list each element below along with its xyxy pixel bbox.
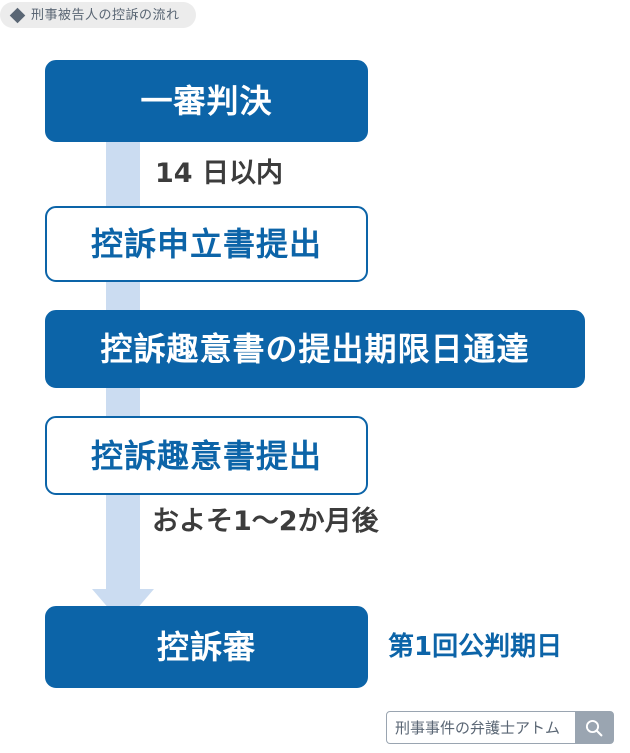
flow-node-appellate-trial[interactable]: 控訴審 xyxy=(45,606,368,688)
annotation-about-1-to-2-months-later: およそ1〜2か月後 xyxy=(152,506,379,537)
page-title: 刑事被告人の控訴の流れ xyxy=(31,7,180,23)
search-input[interactable] xyxy=(387,712,575,743)
annotation-first-trial-date: 第1回公判期日 xyxy=(388,632,563,662)
search-button[interactable] xyxy=(575,712,613,743)
search-widget[interactable] xyxy=(386,711,614,744)
flow-node-label: 控訴趣意書提出 xyxy=(90,436,322,475)
search-icon xyxy=(584,718,604,738)
flow-node-label: 控訴審 xyxy=(156,628,256,666)
annotation-within-14-days: 14 日以内 xyxy=(155,158,283,189)
flow-node-notice-of-appeal-filing[interactable]: 控訴申立書提出 xyxy=(45,206,368,282)
flow-node-label: 一審判決 xyxy=(140,82,273,120)
flow-node-label: 控訴申立書提出 xyxy=(90,225,322,263)
connector-judgment-to-appeal-filing xyxy=(106,136,140,212)
flow-node-first-instance-judgment[interactable]: 一審判決 xyxy=(45,60,368,142)
flow-node-statement-of-reasons-filing[interactable]: 控訴趣意書提出 xyxy=(45,416,368,495)
flow-node-deadline-notification[interactable]: 控訴趣意書の提出期限日通達 xyxy=(45,310,585,388)
diagram-title-pill: 刑事被告人の控訴の流れ xyxy=(0,2,196,28)
connector-deadline-to-reasons-filing xyxy=(106,388,140,418)
arrow-shaft-to-appellate-trial xyxy=(106,492,140,592)
flow-node-label: 控訴趣意書の提出期限日通達 xyxy=(100,330,530,368)
